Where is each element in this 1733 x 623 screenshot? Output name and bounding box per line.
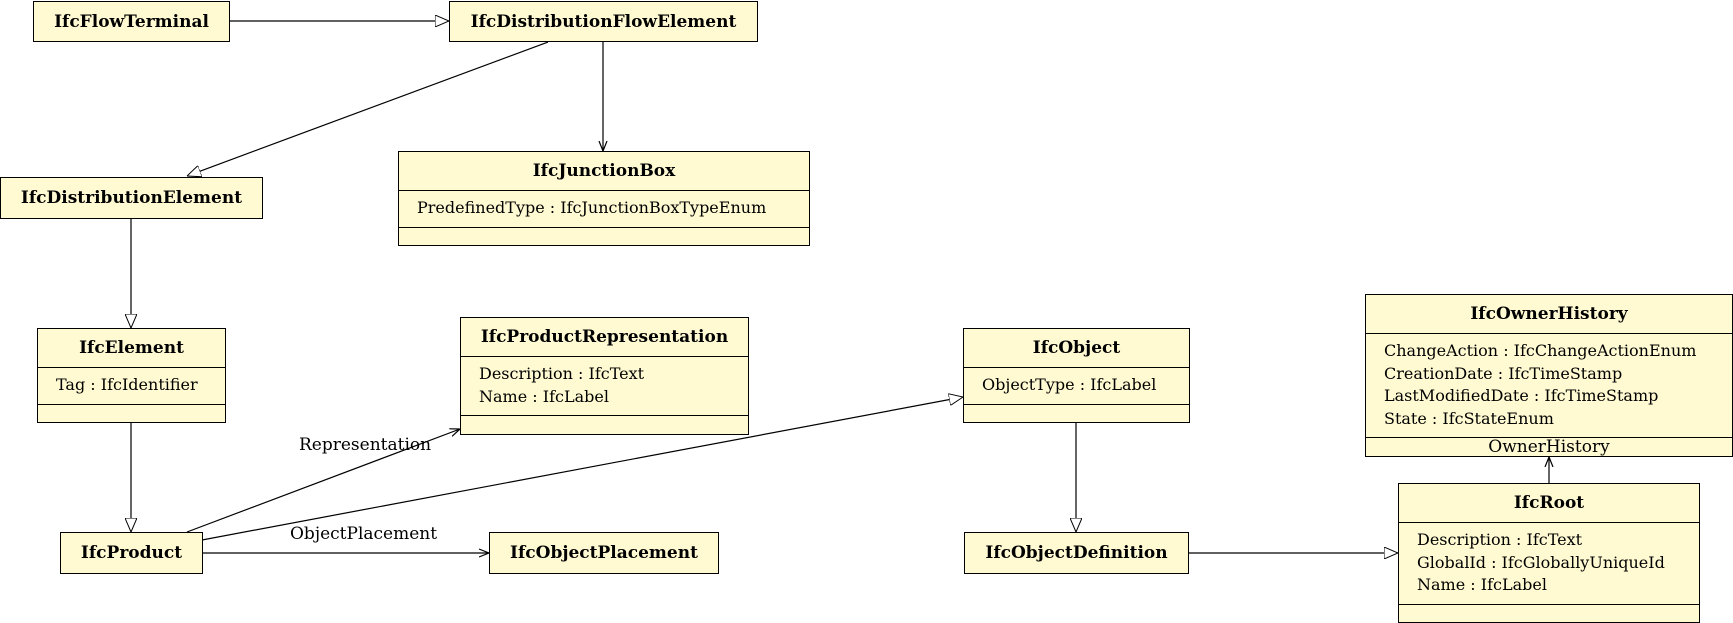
- attribute: CreationDate : IfcTimeStamp: [1384, 363, 1623, 383]
- class-name: IfcObject: [1032, 338, 1121, 358]
- class-name: IfcDistributionFlowElement: [470, 11, 737, 32]
- attribute: ObjectType : IfcLabel: [982, 375, 1157, 394]
- operations-compartment: [38, 403, 225, 422]
- class-name: IfcDistributionElement: [20, 188, 243, 208]
- attribute: Tag : IfcIdentifier: [56, 375, 198, 394]
- attributes-compartment: ChangeAction : IfcChangeActionEnum Creat…: [1366, 333, 1732, 437]
- attributes-compartment: Tag : IfcIdentifier: [38, 367, 225, 404]
- class-name: IfcElement: [79, 338, 184, 358]
- class-ifcobjectdefinition[interactable]: IfcObjectDefinition: [964, 532, 1189, 574]
- association-label-representation: Representation: [299, 435, 432, 455]
- class-name: IfcOwnerHistory: [1470, 304, 1628, 324]
- class-ifcjunctionbox[interactable]: IfcJunctionBox PredefinedType : IfcJunct…: [398, 151, 810, 246]
- operations-compartment: [461, 415, 748, 433]
- association-product-to-productrepresentation: [186, 429, 460, 533]
- attribute: Name : IfcLabel: [479, 386, 609, 406]
- association-label-ownerhistory: OwnerHistory: [1488, 437, 1610, 457]
- operations-compartment: [1366, 437, 1732, 455]
- class-name: IfcFlowTerminal: [54, 11, 209, 32]
- attribute: State : IfcStateEnum: [1384, 408, 1554, 428]
- class-name: IfcObjectPlacement: [510, 543, 698, 563]
- class-ifcobject[interactable]: IfcObject ObjectType : IfcLabel: [963, 328, 1190, 423]
- association-label-objectplacement: ObjectPlacement: [290, 524, 438, 544]
- attribute: LastModifiedDate : IfcTimeStamp: [1384, 386, 1659, 405]
- generalization-product-to-object: [201, 397, 963, 541]
- class-name: IfcJunctionBox: [532, 161, 676, 181]
- attribute: GlobalId : IfcGloballyUniqueId: [1417, 552, 1665, 572]
- operations-compartment: [964, 403, 1189, 422]
- class-ifcproduct[interactable]: IfcProduct: [60, 532, 203, 574]
- attributes-compartment: PredefinedType : IfcJunctionBoxTypeEnum: [399, 190, 809, 227]
- class-ifcdistributionelement[interactable]: IfcDistributionElement: [0, 177, 263, 219]
- attribute: Description : IfcText: [1417, 530, 1583, 549]
- class-ifcownerhistory[interactable]: IfcOwnerHistory ChangeAction : IfcChange…: [1365, 294, 1733, 457]
- class-ifcobjectplacement[interactable]: IfcObjectPlacement: [489, 532, 719, 574]
- generalization-distributionflowelement-to-distributionelement: [187, 41, 549, 176]
- class-name: IfcProductRepresentation: [480, 327, 729, 347]
- class-name: IfcObjectDefinition: [985, 543, 1168, 563]
- class-ifcproductrepresentation[interactable]: IfcProductRepresentation Description : I…: [460, 317, 749, 435]
- attributes-compartment: ObjectType : IfcLabel: [964, 367, 1189, 404]
- class-name: IfcRoot: [1513, 493, 1585, 513]
- attribute: PredefinedType : IfcJunctionBoxTypeEnum: [417, 198, 767, 217]
- attributes-compartment: Description : IfcText GlobalId : IfcGlob…: [1399, 522, 1699, 604]
- attribute: Description : IfcText: [479, 364, 645, 383]
- class-ifcdistributionflowelement[interactable]: IfcDistributionFlowElement: [449, 1, 758, 42]
- class-ifcelement[interactable]: IfcElement Tag : IfcIdentifier: [37, 328, 226, 423]
- operations-compartment: [1399, 603, 1699, 619]
- class-ifcflowterminal[interactable]: IfcFlowTerminal: [33, 1, 230, 42]
- operations-compartment: [399, 226, 809, 245]
- attribute: Name : IfcLabel: [1417, 575, 1547, 594]
- class-name: IfcProduct: [80, 543, 183, 563]
- class-ifcroot[interactable]: IfcRoot Description : IfcText GlobalId :…: [1398, 483, 1700, 623]
- attribute: ChangeAction : IfcChangeActionEnum: [1384, 341, 1697, 360]
- attributes-compartment: Description : IfcText Name : IfcLabel: [461, 356, 748, 415]
